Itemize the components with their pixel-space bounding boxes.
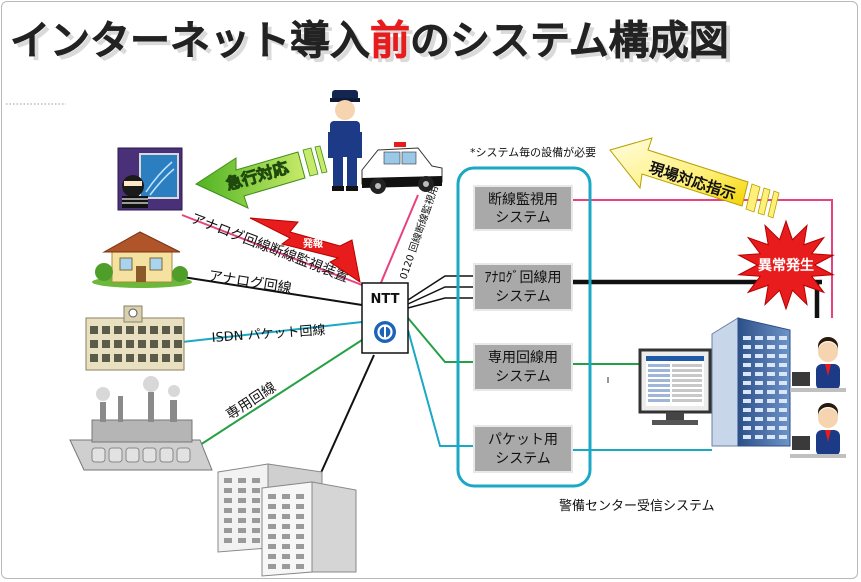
emergency-arrow: 急行対応 [194,145,328,209]
system-boxes: 断線監視用 システム ｱﾅﾛｸﾞ回線用 システム 専用回線用 システム パケット… [473,185,573,473]
svg-text:インターネット導入前のシステム構成図: インターネット導入前のシステム構成図 [10,18,729,64]
system-box-monitor: 断線監視用 システム [473,185,573,231]
center-monitor-icon [638,348,712,425]
school-building-icon [85,305,185,371]
title-text-a: インターネット導入 [10,18,370,64]
system-packet-label-2: システム [495,451,551,467]
system-dedicated-label-2: システム [495,369,551,385]
label-dedicated-line: 専用回線 [223,379,279,423]
equipment-note: *システム毎の設備が必要 [470,145,596,159]
system-packet-label-1: パケット用 [488,432,558,448]
ntt-label: NTT [371,292,400,307]
system-box-analog: ｱﾅﾛｸﾞ回線用 システム [473,263,573,311]
system-analog-label-1: ｱﾅﾛｸﾞ回線用 [485,270,562,286]
ntt-box: NTT [361,282,409,354]
line-dedicated [199,339,363,446]
label-analog-line: アナログ回線 [207,268,292,297]
label-isdn-line: ISDN パケット回線 [211,322,326,346]
monitor-data-rows [648,364,702,402]
system-analog-label-2: システム [495,289,551,305]
apartment-windows [224,478,304,569]
svg-text:インターネット導入前のシステム構成図: インターネット導入前のシステム構成図 [14,22,733,68]
center-system-label: 警備センター受信システム [559,498,715,514]
line-tollfree [379,194,419,286]
police-officer-icon [328,90,362,191]
building-windows [743,336,787,439]
apartment-buildings-icon [217,463,357,577]
onsite-arrow: 現場対応指示 [609,137,780,219]
title-text-c: のシステム構成図 [410,18,729,64]
system-box-dedicated: 専用回線用 システム [473,343,573,391]
line-apartment [319,354,375,476]
operator-icon-1 [790,337,846,392]
system-box-packet: パケット用 システム [473,425,573,473]
center-building-icon [711,317,791,447]
factory-icon [69,376,213,471]
burglar-icon [117,147,183,211]
school-windows [90,326,182,362]
client-lines [169,194,419,476]
factory-tanks [91,447,191,463]
anomaly-burst-icon: 異常発生 [737,219,835,311]
title-text-highlight: 前 [370,18,410,64]
system-monitor-label-1: 断線監視用 [488,191,558,208]
system-group-frame [456,166,592,488]
alarm-label: 発報 [302,237,324,250]
anomaly-label: 異常発生 [758,257,814,274]
page-title: インターネット導入前のシステム構成図 インターネット導入前のシステム構成図 [10,18,733,68]
operator-icon-2 [790,403,846,458]
alarm-lightning-icon: 発報 [249,217,361,284]
line-monitor-device [181,214,363,286]
ntt-system-lines [407,275,478,447]
line-isdn [181,321,363,343]
system-dedicated-label-1: 専用回線用 [488,350,558,366]
line-analog [169,274,363,306]
system-monitor-label-2: システム [495,210,551,226]
house-icon [92,231,192,288]
police-car-icon [361,142,443,194]
ntt-logo-icon [374,321,396,343]
